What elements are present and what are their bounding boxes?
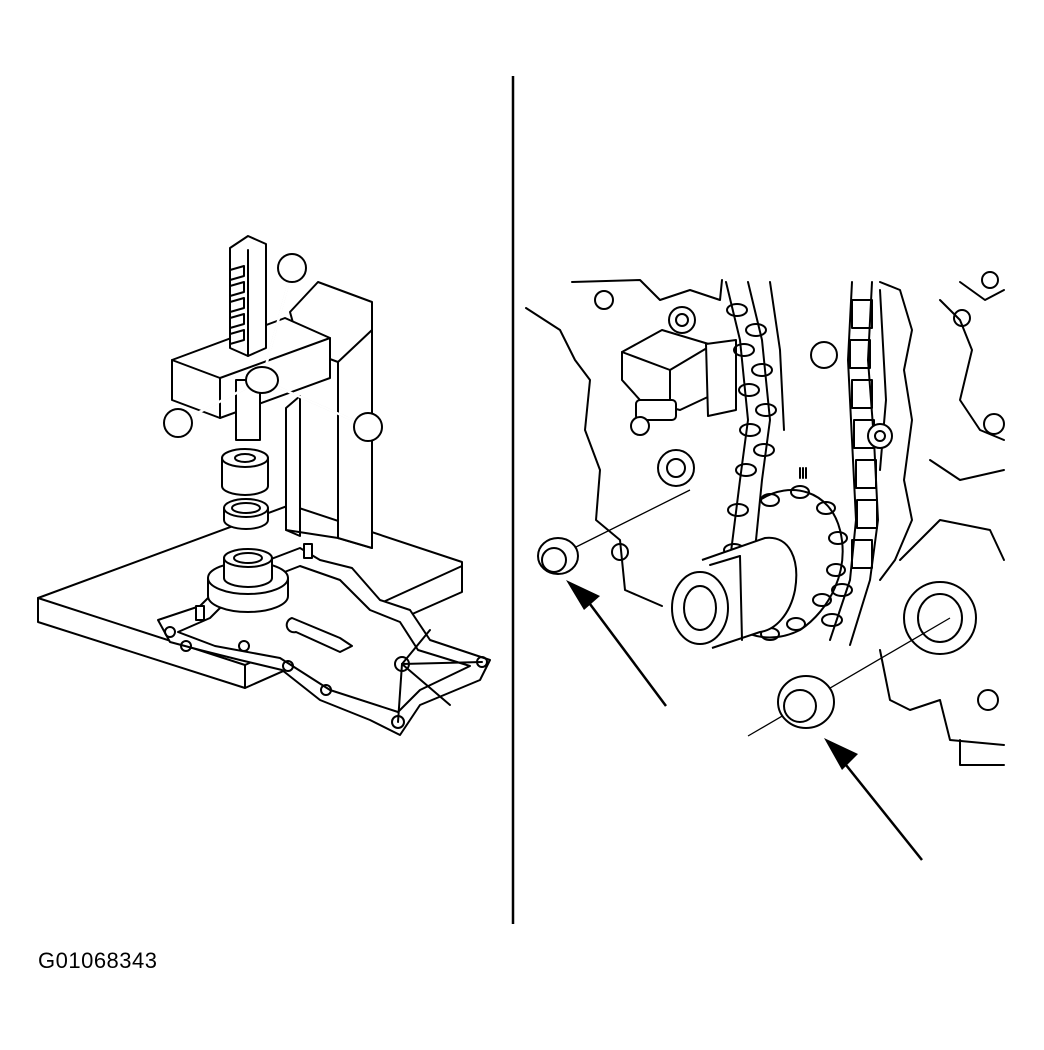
figure-code-label: G01068343 <box>38 948 158 973</box>
left-panel-press-illustration <box>37 235 491 736</box>
callout-arrow-left <box>566 580 668 707</box>
chain-tensioner <box>621 306 737 436</box>
press-rack <box>229 235 267 357</box>
timing-cover-seal <box>223 498 269 530</box>
seal-installer-tool <box>221 448 269 496</box>
press-head <box>171 317 331 419</box>
timing-cover <box>157 543 491 736</box>
camshaft-sprocket <box>657 449 977 655</box>
camshaft-seal-right <box>747 617 951 737</box>
right-panel-engine-illustration <box>525 271 1005 861</box>
callout-arrow-right <box>824 738 923 861</box>
press-handle <box>163 253 383 442</box>
camshaft-seal-left <box>537 489 691 575</box>
engine-block <box>525 271 1005 766</box>
